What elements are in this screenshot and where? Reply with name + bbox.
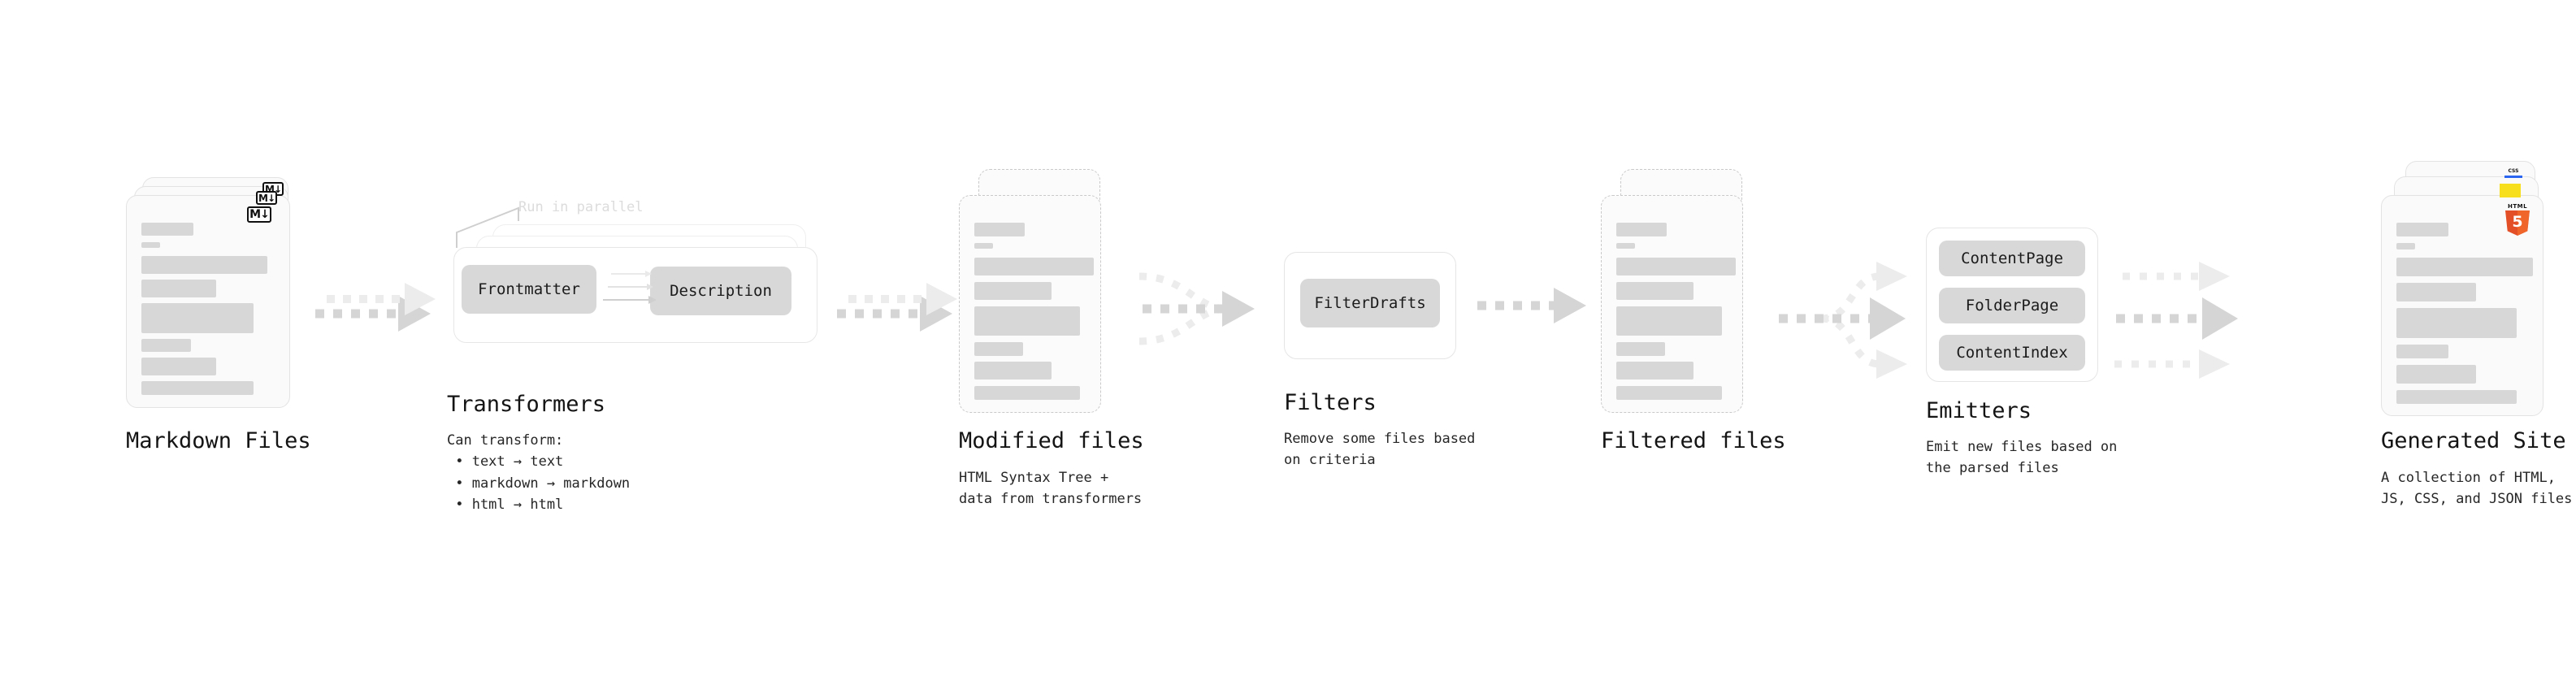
- skeleton-line: [141, 223, 193, 236]
- css-logo-icon: CSS: [2504, 168, 2522, 178]
- skeleton-line: [2396, 308, 2517, 338]
- js-logo-icon: [2500, 184, 2521, 197]
- arrow-filters-to-filtered: [1477, 288, 1586, 323]
- stage-title-filters: Filters: [1284, 390, 1377, 415]
- emitter-pill-contentpage[interactable]: ContentPage: [1939, 241, 2085, 276]
- skeleton-line: [974, 282, 1052, 300]
- js-glyph: [2500, 184, 2521, 197]
- skeleton-line: [141, 280, 216, 297]
- skeleton-line: [1616, 223, 1667, 236]
- skeleton-line: [1616, 258, 1736, 275]
- stage-title-markdown-files: Markdown Files: [126, 428, 311, 453]
- transformer-pill-description[interactable]: Description: [650, 267, 791, 315]
- skeleton-line: [1616, 282, 1693, 300]
- markdown-logo-icon: M↓: [247, 206, 271, 223]
- html5-number: 5: [2512, 213, 2523, 231]
- arrow-modified-to-filters: [1138, 272, 1255, 345]
- transformer-pill-label: Description: [670, 282, 772, 300]
- markdown-glyph: M↓: [247, 206, 271, 223]
- stage-title-modified-files: Modified files: [959, 428, 1144, 453]
- modified-card-front: [959, 195, 1101, 413]
- stage-desc-generated-site: A collection of HTML, JS, CSS, and JSON …: [2381, 470, 2573, 508]
- arrow-markdown-to-transformers: [315, 283, 436, 332]
- css-underline: [2504, 176, 2522, 178]
- stage-desc-modified-files: HTML Syntax Tree + data from transformer…: [959, 470, 1143, 508]
- markdown-glyph: M↓: [256, 191, 277, 205]
- stage-title-filtered-files: Filtered files: [1601, 428, 1786, 453]
- markdown-logo-mid-icon: M↓: [256, 191, 277, 205]
- skeleton-line: [2396, 223, 2448, 236]
- filter-pill-label: FilterDrafts: [1314, 294, 1426, 312]
- transformer-pill-label: Frontmatter: [478, 280, 580, 298]
- skeleton-line: [141, 242, 160, 248]
- skeleton-line: [974, 243, 993, 249]
- skeleton-line: [974, 258, 1094, 275]
- filtered-card-front: [1601, 195, 1743, 413]
- emitter-pill-label: ContentPage: [1961, 249, 2063, 267]
- skeleton-line: [974, 223, 1025, 236]
- skeleton-line: [2396, 243, 2415, 249]
- stage-desc-filters: Remove some files based on criteria: [1284, 431, 1476, 469]
- emitter-pill-contentindex[interactable]: ContentIndex: [1939, 335, 2085, 371]
- skeleton-line: [141, 303, 254, 333]
- html5-glyph: HTML 5: [2504, 203, 2531, 236]
- skeleton-line: [2396, 258, 2533, 276]
- html5-label: HTML: [2507, 203, 2528, 210]
- skeleton-line: [2396, 390, 2517, 404]
- generated-card-front-html: HTML 5: [2381, 195, 2543, 416]
- markdown-card-front: M↓: [126, 195, 290, 408]
- arrow-filtered-to-emitters: [1779, 262, 1907, 379]
- skeleton-line: [141, 358, 216, 375]
- stage-title-generated-site: Generated Site: [2381, 428, 2566, 453]
- run-in-parallel-label: Run in parallel: [518, 199, 644, 215]
- css-glyph: CSS: [2504, 168, 2522, 178]
- skeleton-line: [1616, 362, 1693, 380]
- stage-desc-emitters: Emit new files based on the parsed files: [1926, 439, 2118, 477]
- html5-logo-icon: HTML 5: [2504, 203, 2531, 236]
- skeleton-line: [2396, 345, 2448, 358]
- skeleton-line: [141, 339, 191, 352]
- skeleton-line: [1616, 306, 1722, 336]
- filter-pill-filterdrafts[interactable]: FilterDrafts: [1300, 279, 1440, 327]
- run-in-parallel-bracket: [456, 206, 519, 248]
- skeleton-line: [974, 342, 1023, 356]
- skeleton-line: [141, 256, 267, 274]
- transformer-pill-frontmatter[interactable]: Frontmatter: [462, 265, 596, 314]
- skeleton-line: [974, 362, 1052, 380]
- skeleton-line: [974, 306, 1080, 336]
- emitter-pill-label: FolderPage: [1965, 297, 2059, 314]
- transformer-inner-arrows: [603, 271, 657, 304]
- skeleton-line: [2396, 365, 2476, 384]
- arrow-transformers-to-modified: [837, 283, 957, 332]
- stage-title-emitters: Emitters: [1926, 398, 2032, 423]
- stage-title-transformers: Transformers: [447, 392, 606, 417]
- skeleton-line: [141, 381, 254, 395]
- arrow-emitters-to-site: [2114, 262, 2238, 379]
- skeleton-line: [2396, 283, 2476, 301]
- css-label: CSS: [2508, 168, 2519, 174]
- skeleton-line: [1616, 243, 1635, 249]
- skeleton-line: [974, 386, 1080, 400]
- html5-shield: [2505, 210, 2530, 236]
- skeleton-line: [1616, 386, 1722, 400]
- emitter-pill-folderpage[interactable]: FolderPage: [1939, 288, 2085, 323]
- stage-desc-transformers: Can transform: • text → text • markdown …: [447, 432, 631, 514]
- emitter-pill-label: ContentIndex: [1956, 344, 2068, 362]
- skeleton-line: [1616, 342, 1665, 356]
